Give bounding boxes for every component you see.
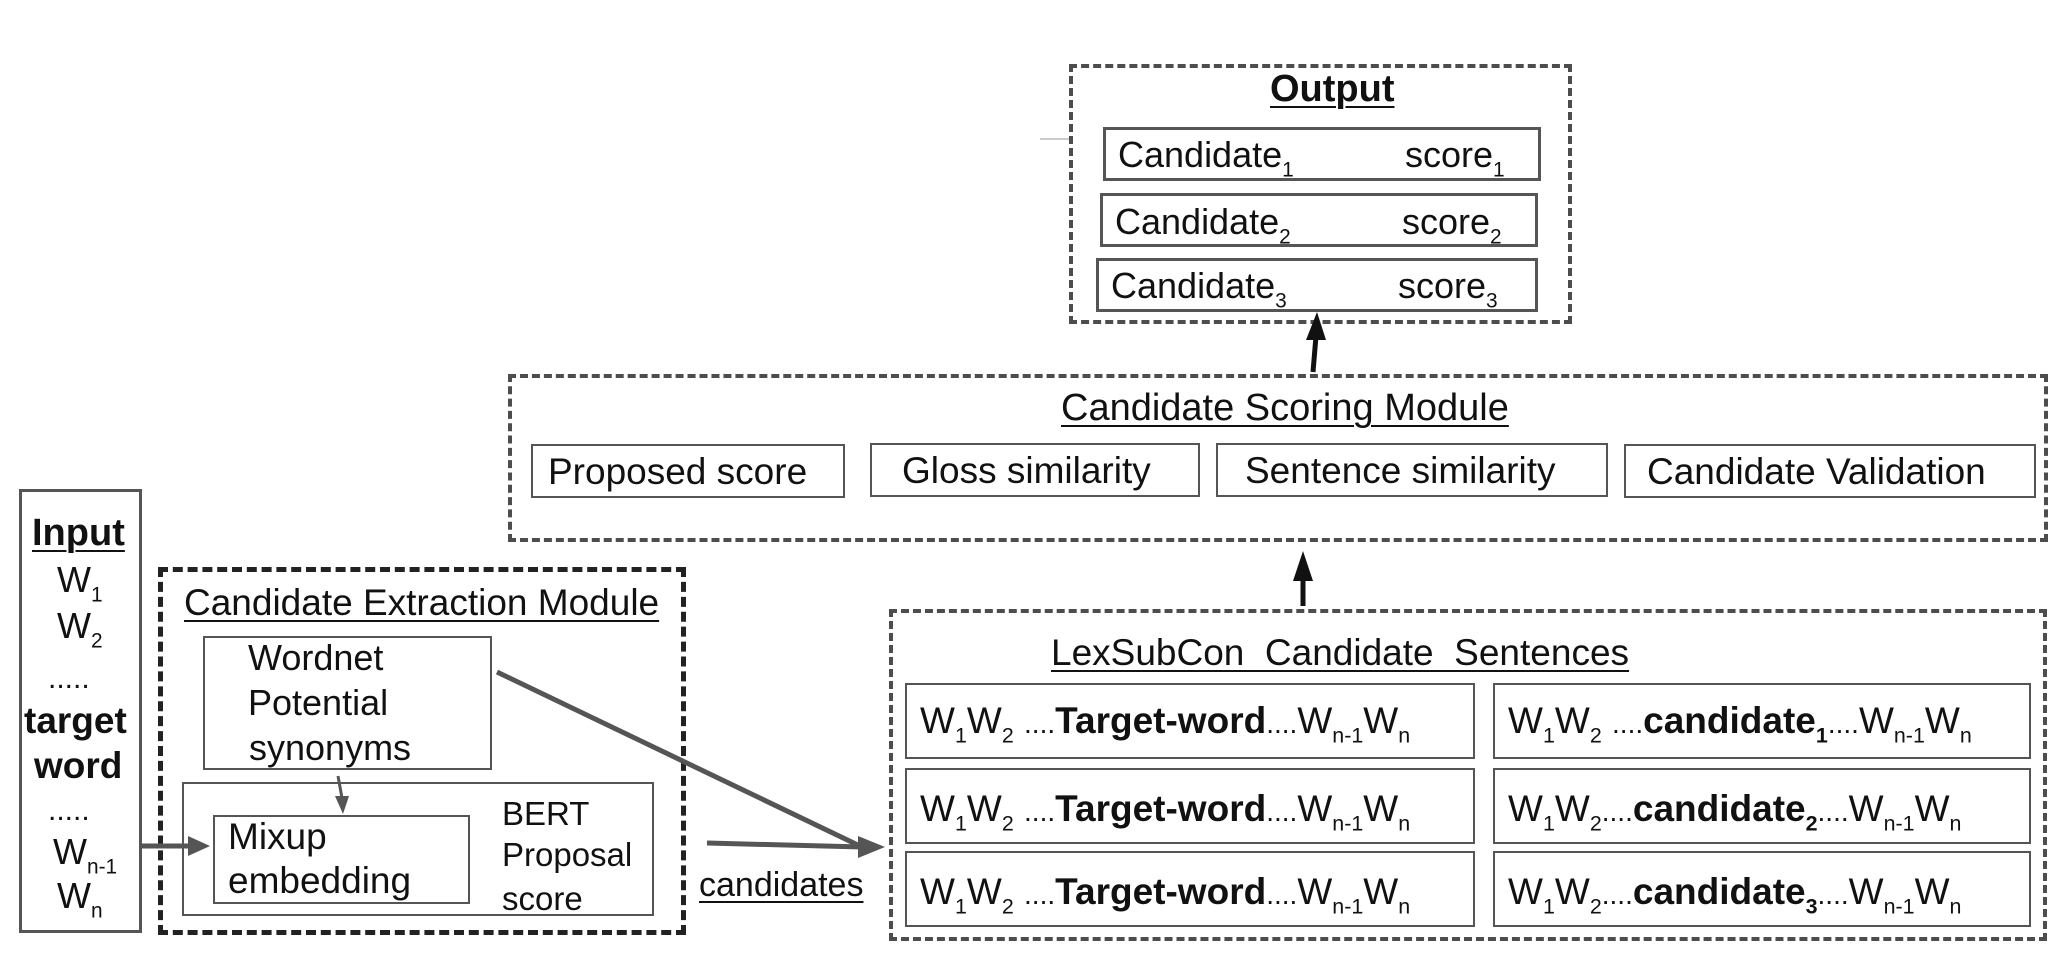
input-box [19, 489, 142, 933]
wordnet-box [203, 636, 492, 770]
scoring-module-box [508, 374, 2048, 542]
arrow-to-lexsub-head [858, 836, 885, 858]
input-wn: Wn [57, 875, 103, 923]
target-sentence-1: W1W2 ....Target-word....Wn-1Wn [920, 700, 1411, 748]
scoring-item-gloss-similarity-label: Gloss similarity [902, 450, 1151, 491]
arrow-wordnet-to-lexsub-shaft [495, 669, 864, 850]
output-candidate-2: Candidate2 [1115, 201, 1291, 249]
candidates-label: candidates [699, 866, 864, 904]
arrow-bert-to-lexsub-shaft [706, 840, 863, 850]
wordnet-line-3: synonyms [249, 727, 412, 768]
output-score-1: score1 [1405, 134, 1505, 182]
extraction-module-box [158, 567, 686, 935]
bert-line-2: Proposal [502, 836, 633, 873]
input-title: Input [32, 512, 125, 554]
candidate-sentence-1: W1W2 ....candidate1....Wn-1Wn [1508, 700, 1972, 748]
arrow-lexsub-to-scoring-head [1293, 551, 1313, 581]
candidate-sentence-box-2 [1493, 768, 2031, 844]
lexsub-box [889, 609, 2047, 941]
arrow-wordnet-to-mixup-shaft [336, 775, 344, 799]
scoring-module-title: Candidate Scoring Module [1061, 387, 1509, 429]
arrow-input-to-mixup-head [188, 836, 210, 856]
candidate-sentence-box-3 [1493, 851, 2031, 927]
input-wn1: Wn-1 [53, 831, 118, 879]
output-row-2 [1100, 193, 1538, 247]
scoring-item-gloss-similarity [870, 443, 1200, 497]
candidate-sentence-3: W1W2....candidate3....Wn-1Wn [1508, 871, 1962, 919]
scoring-item-candidate-validation [1624, 444, 2036, 498]
input-target-word-line2: word [34, 745, 123, 786]
extraction-module-title: Candidate Extraction Module [184, 582, 660, 623]
input-target-word-line1: target [24, 700, 127, 741]
arrow-scoring-to-output-head [1306, 312, 1326, 340]
scoring-item-proposed-score-label: Proposed score [548, 451, 808, 492]
target-sentence-3: W1W2 ....Target-word....Wn-1Wn [920, 871, 1411, 919]
target-sentence-box-3 [905, 851, 1475, 927]
output-candidate-1: Candidate1 [1118, 134, 1294, 182]
output-score-2: score2 [1402, 201, 1502, 249]
scoring-item-sentence-similarity [1216, 443, 1608, 497]
input-w2: W2 [57, 605, 103, 653]
input-w1: W1 [57, 559, 103, 607]
scoring-item-sentence-similarity-label: Sentence similarity [1245, 450, 1556, 491]
scoring-item-candidate-validation-label: Candidate Validation [1647, 451, 1986, 492]
bert-proposal-box [182, 782, 654, 916]
candidate-sentence-box-1 [1493, 683, 2031, 759]
wordnet-line-2: Potential [248, 682, 389, 723]
output-row-3 [1096, 258, 1538, 312]
output-row-1 [1103, 127, 1541, 181]
mixup-line-2: embedding [228, 860, 412, 901]
arrow-scoring-to-output-shaft [1310, 335, 1319, 373]
output-score-3: score3 [1398, 265, 1498, 313]
target-sentence-2: W1W2 ....Target-word....Wn-1Wn [920, 788, 1411, 836]
scoring-item-proposed-score [531, 444, 845, 498]
mixup-line-1: Mixup [228, 816, 327, 857]
output-candidate-3: Candidate3 [1111, 265, 1287, 313]
bert-line-3: score [502, 880, 583, 917]
arrow-wordnet-to-mixup-head [335, 796, 349, 814]
lexsub-title: LexSubCon Candidate Sentences [1051, 632, 1630, 673]
bert-line-1: BERT [502, 795, 590, 832]
target-sentence-box-1 [905, 683, 1475, 759]
candidate-sentence-2: W1W2....candidate2....Wn-1Wn [1508, 788, 1962, 836]
input-dots-2: ..... [48, 794, 90, 827]
mixup-box [213, 815, 470, 904]
wordnet-line-1: Wordnet [248, 637, 384, 678]
target-sentence-box-2 [905, 768, 1475, 844]
output-title: Output [1270, 68, 1395, 110]
input-dots-1: ..... [48, 662, 90, 695]
output-box [1069, 64, 1572, 324]
